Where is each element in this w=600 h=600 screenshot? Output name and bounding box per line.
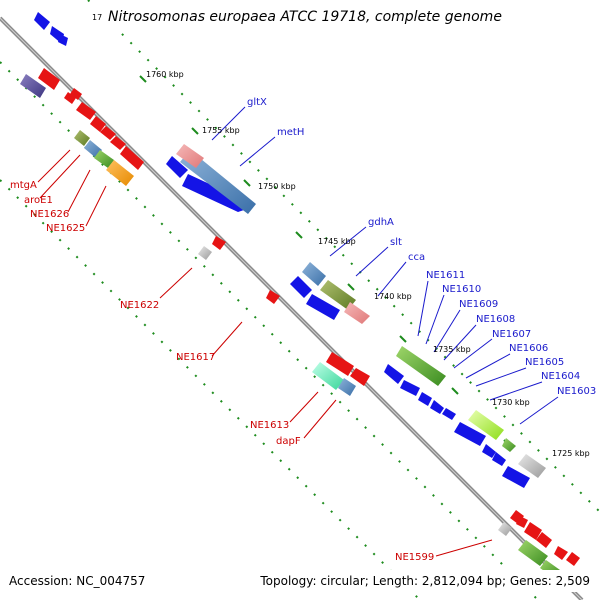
genome-backbone-highlight [0, 17, 583, 600]
kbp-label: 1740 kbp [374, 292, 412, 301]
gene-arrow[interactable] [350, 368, 370, 386]
gene-NE1622[interactable] [198, 246, 212, 260]
tick-row-lower [0, 179, 421, 600]
gene-arrow[interactable] [516, 516, 528, 528]
gene-arrow[interactable] [38, 68, 60, 90]
gene-NE1626-b[interactable] [94, 150, 114, 168]
gene-label[interactable]: cca [408, 252, 425, 263]
gene-arrow[interactable] [326, 352, 354, 376]
gene-label[interactable]: metH [277, 127, 304, 138]
gene-arrow[interactable] [482, 444, 496, 458]
kbp-label: 1755 kbp [202, 126, 240, 135]
gene-label[interactable]: NE1606 [509, 343, 548, 354]
reverse-strand-genes [20, 68, 580, 578]
gene-NE1611[interactable] [396, 346, 446, 386]
gene-label[interactable]: NE1625 [46, 223, 85, 234]
reverse-gene-labels: mtgA aroE1 NE1626 NE1625 NE1622 NE1617 N… [10, 180, 434, 563]
gene-label[interactable]: aroE1 [24, 195, 53, 206]
kbp-labels: 1760 kbp 1755 kbp 1750 kbp 1745 kbp 1740… [146, 70, 590, 458]
gene-arrow[interactable] [100, 126, 116, 140]
gene-NE1613[interactable] [312, 362, 344, 390]
gene-label[interactable]: NE1607 [492, 329, 531, 340]
gene-arrow[interactable] [166, 156, 188, 178]
gene-arrow[interactable] [76, 102, 96, 120]
gene-arrow[interactable] [566, 552, 580, 566]
gene-label[interactable]: mtgA [10, 180, 37, 191]
forward-strand-genes [34, 12, 546, 488]
gene-label[interactable]: NE1613 [250, 420, 289, 431]
kbp-label: 1735 kbp [433, 345, 471, 354]
title-fragment: 17 [92, 13, 102, 22]
gene-NE1606[interactable] [468, 410, 504, 440]
gene-arrow[interactable] [430, 400, 444, 414]
accession-text: Accession: NC_004757 [9, 574, 145, 588]
gene-label[interactable]: gdhA [368, 217, 394, 228]
gene-NE1604[interactable] [502, 438, 516, 452]
gene-mtgA-region[interactable] [20, 74, 46, 98]
kbp-label: 1750 kbp [258, 182, 296, 191]
gene-slt[interactable] [320, 280, 356, 310]
gene-arrow[interactable] [90, 116, 106, 132]
gene-arrow[interactable] [400, 380, 420, 396]
gene-arrow[interactable] [384, 364, 404, 384]
kbp-ticks [139, 75, 511, 447]
gene-NE1617[interactable] [266, 290, 280, 304]
gene-arrow[interactable] [290, 276, 312, 298]
gene-arrow[interactable] [306, 294, 340, 320]
kbp-label: 1725 kbp [552, 449, 590, 458]
gene-arrow[interactable] [34, 12, 50, 30]
gene-arrow[interactable] [442, 408, 456, 420]
gene-arrow[interactable] [492, 452, 506, 466]
gene-label[interactable]: NE1603 [557, 386, 596, 397]
page-title: Nitrosomonas europaea ATCC 19718, comple… [108, 9, 502, 25]
gene-arrow[interactable] [418, 392, 432, 406]
gene-gdhA[interactable] [302, 262, 326, 286]
gene-arrow[interactable] [58, 34, 68, 46]
gene-cca[interactable] [344, 302, 370, 324]
gene-arrow[interactable] [120, 146, 144, 170]
gene-arrow[interactable] [70, 88, 82, 100]
gene-label[interactable]: dapF [276, 436, 301, 447]
gene-green-block[interactable] [518, 540, 548, 566]
gene-label[interactable]: NE1599 [395, 552, 434, 563]
reverse-leaders [37, 149, 493, 557]
forward-gene-labels: gltX metH gdhA slt cca NE1611 NE1610 NE1… [247, 97, 596, 397]
footer-background [0, 570, 600, 592]
gene-arrow[interactable] [524, 522, 542, 540]
gene-arrow[interactable] [64, 92, 76, 104]
gene-arrow[interactable] [502, 466, 530, 488]
gene-arrow[interactable] [554, 546, 568, 560]
gene-arrow[interactable] [536, 532, 552, 548]
title-background [88, 6, 506, 28]
gene-label[interactable]: slt [390, 237, 402, 248]
gene-label[interactable]: NE1610 [442, 284, 481, 295]
gene-arrow[interactable] [454, 422, 486, 446]
gene-label[interactable]: gltX [247, 97, 267, 108]
gene-arrow[interactable] [110, 136, 126, 150]
forward-leaders [211, 106, 559, 425]
kbp-label: 1760 kbp [146, 70, 184, 79]
gene-label[interactable]: NE1622 [120, 300, 159, 311]
gene-label[interactable]: NE1626 [30, 209, 69, 220]
gene-NE1603[interactable] [518, 454, 546, 478]
gene-arrow[interactable] [212, 236, 226, 250]
gene-label[interactable]: NE1609 [459, 299, 498, 310]
kbp-label: 1730 kbp [492, 398, 530, 407]
gene-label[interactable]: NE1608 [476, 314, 515, 325]
gene-aroE1[interactable] [74, 130, 90, 146]
gene-NE1625[interactable] [106, 160, 134, 186]
gene-label[interactable]: NE1611 [426, 270, 465, 281]
gene-metH[interactable] [180, 150, 256, 214]
gene-label[interactable]: NE1605 [525, 357, 564, 368]
tick-row-outer [87, 0, 600, 513]
gene-label[interactable]: NE1617 [176, 352, 215, 363]
topology-text: Topology: circular; Length: 2,812,094 bp… [259, 574, 590, 588]
kbp-label: 1745 kbp [318, 237, 356, 246]
gene-gltX[interactable] [176, 144, 204, 168]
gene-dapF[interactable] [338, 378, 356, 396]
gene-label[interactable]: NE1604 [541, 371, 580, 382]
gene-NE1599[interactable] [498, 522, 512, 536]
